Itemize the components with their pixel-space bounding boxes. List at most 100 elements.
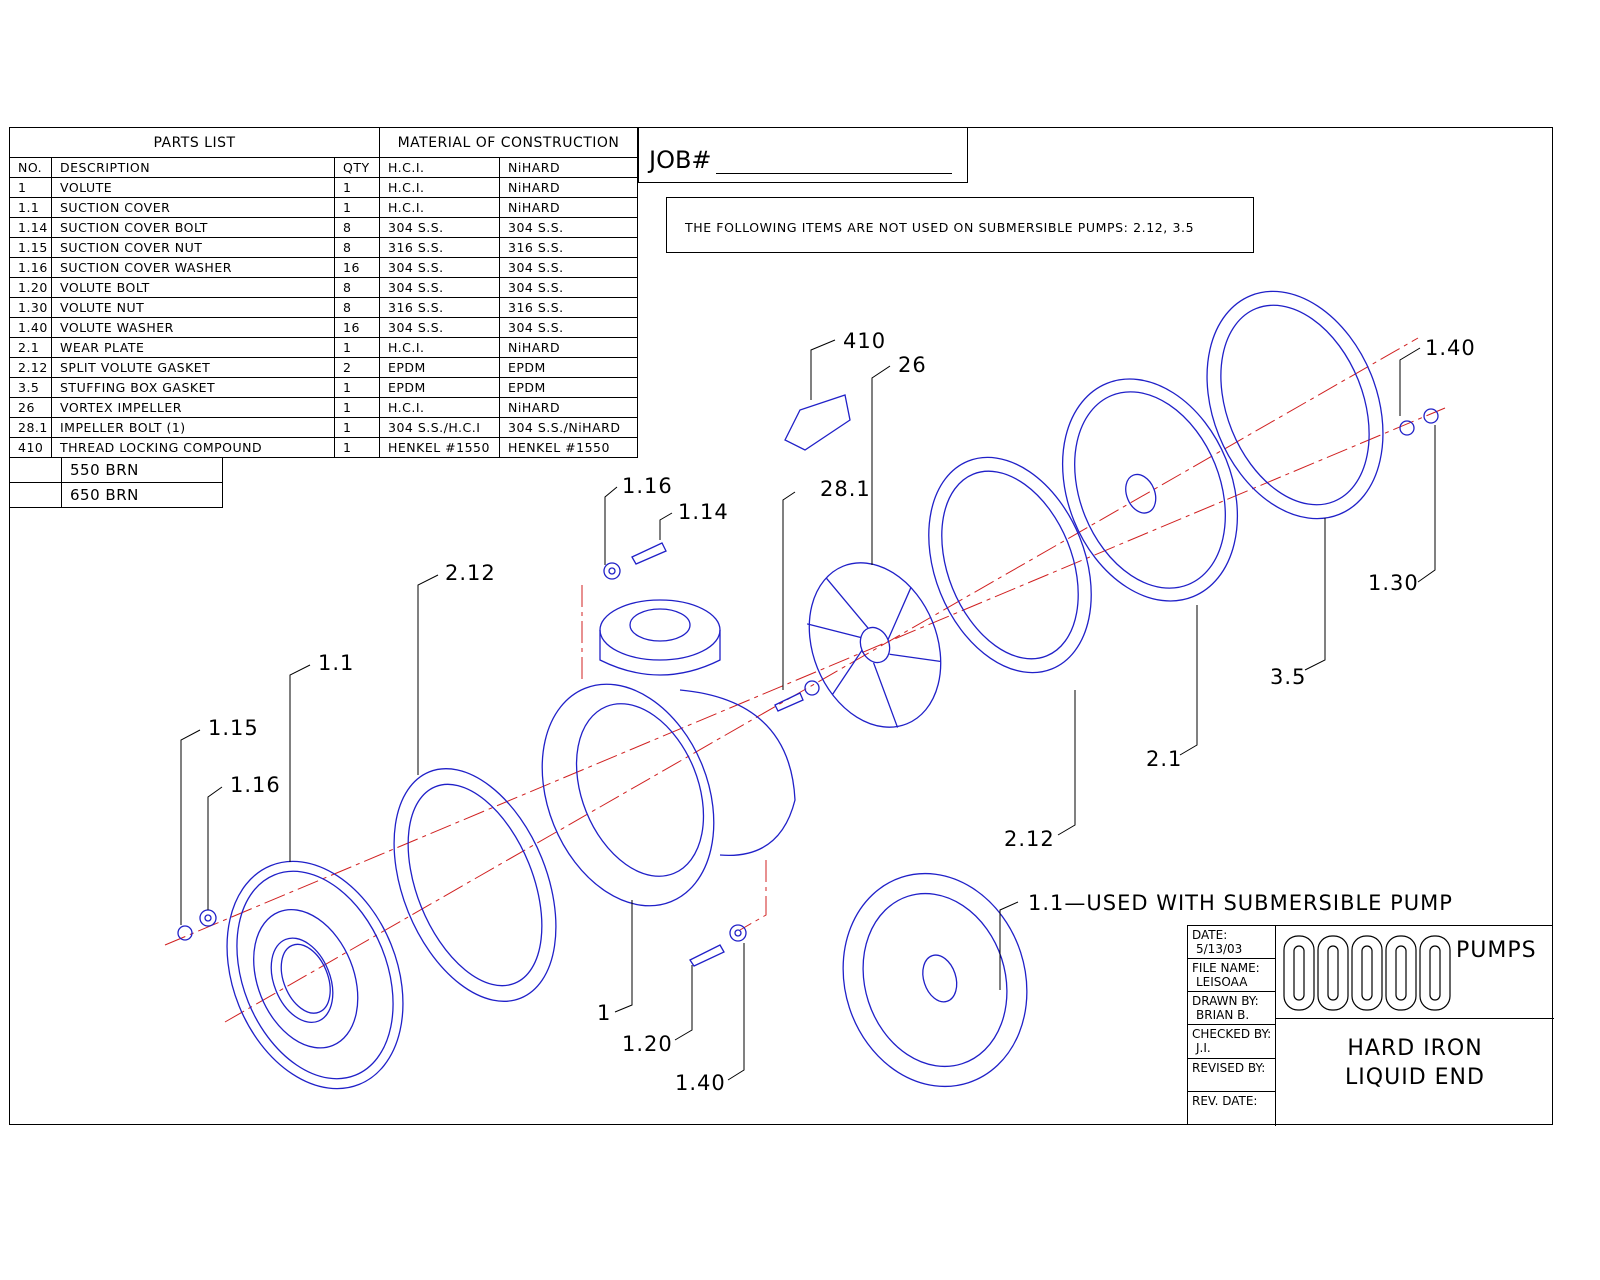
part-qty: 1 xyxy=(334,337,380,358)
stuffing-box-gasket-part xyxy=(1206,290,1384,520)
part-description: VOLUTE BOLT xyxy=(51,277,335,298)
column-header: DESCRIPTION xyxy=(51,157,335,178)
centerlines xyxy=(164,337,1446,1023)
part-description: VOLUTE NUT xyxy=(51,297,335,318)
callout-1-1: 1.1 xyxy=(318,651,354,675)
callout-3-5: 3.5 xyxy=(1270,665,1306,689)
part-qty: 1 xyxy=(334,397,380,418)
callout-1-14: 1.14 xyxy=(678,500,729,524)
file-name-value: LEISOAA xyxy=(1196,975,1248,989)
material-hci: 304 S.S. xyxy=(379,257,500,278)
model-cell: 650 BRN xyxy=(61,482,223,508)
table-header-row: NO. DESCRIPTION QTY H.C.I. NiHARD xyxy=(9,157,638,178)
part-number: 1.15 xyxy=(9,237,52,258)
bolt-path-line xyxy=(739,860,767,931)
part-number: 1.14 xyxy=(9,217,52,238)
drawn-by-value: BRIAN B. xyxy=(1196,1008,1250,1022)
job-number-field[interactable] xyxy=(715,153,952,174)
material-hci: HENKEL #1550 xyxy=(379,437,500,458)
part-description: VOLUTE xyxy=(51,177,335,198)
part-number: 1.40 xyxy=(9,317,52,338)
part-number: 1.16 xyxy=(9,257,52,278)
job-label: JOB# xyxy=(649,146,712,174)
material-hci: H.C.I. xyxy=(379,197,500,218)
part-number: 1 xyxy=(9,177,52,198)
callout-1: 1 xyxy=(597,1001,611,1025)
title-line-2: LIQUID END xyxy=(1345,1065,1485,1090)
material-nihard: NiHARD xyxy=(499,197,638,218)
drawn-by-cell: DRAWN BY:BRIAN B. xyxy=(1188,992,1276,1025)
material-hci: 316 S.S. xyxy=(379,297,500,318)
callout-2-1: 2.1 xyxy=(1146,747,1182,771)
part-number: 1.1 xyxy=(9,197,52,218)
volute-part xyxy=(541,599,796,907)
part-description: SUCTION COVER BOLT xyxy=(51,217,335,238)
drawing-title: HARD IRON LIQUID END xyxy=(1276,1034,1554,1092)
material-hci: H.C.I. xyxy=(379,397,500,418)
parts-list-table: PARTS LIST MATERIAL OF CONSTRUCTION NO. … xyxy=(9,127,638,458)
date-label: DATE: xyxy=(1192,928,1228,942)
split-volute-gasket-right xyxy=(928,456,1092,674)
title-block: DATE:5/13/03 FILE NAME:LEISOAA DRAWN BY:… xyxy=(1187,925,1554,1126)
title-line-1: HARD IRON xyxy=(1347,1036,1483,1061)
material-nihard: EPDM xyxy=(499,357,638,378)
revised-by-label: REVISED BY: xyxy=(1192,1061,1266,1075)
material-nihard: HENKEL #1550 xyxy=(499,437,638,458)
part-description: SUCTION COVER NUT xyxy=(51,237,335,258)
part-description: STUFFING BOX GASKET xyxy=(51,377,335,398)
material-hci: 304 S.S. xyxy=(379,317,500,338)
part-description: SUCTION COVER WASHER xyxy=(51,257,335,278)
checked-by-value: J.I. xyxy=(1196,1041,1211,1055)
suction-cover-part xyxy=(226,860,404,1090)
part-number: 26 xyxy=(9,397,52,418)
material-nihard: 304 S.S. xyxy=(499,217,638,238)
file-name-label: FILE NAME: xyxy=(1192,961,1260,975)
part-number: 2.1 xyxy=(9,337,52,358)
material-hci: EPDM xyxy=(379,357,500,378)
material-hci: 316 S.S. xyxy=(379,237,500,258)
material-title: MATERIAL OF CONSTRUCTION xyxy=(379,127,638,158)
centerline-lower xyxy=(224,337,1419,1023)
material-nihard: EPDM xyxy=(499,377,638,398)
material-nihard: NiHARD xyxy=(499,177,638,198)
leaders xyxy=(180,339,1436,1081)
part-qty: 16 xyxy=(334,317,380,338)
parts-list-title: PARTS LIST xyxy=(9,127,380,158)
material-nihard: NiHARD xyxy=(499,397,638,418)
part-qty: 8 xyxy=(334,217,380,238)
split-volute-gasket-left xyxy=(393,768,557,1002)
part-description: WEAR PLATE xyxy=(51,337,335,358)
material-hci: 304 S.S. xyxy=(379,277,500,298)
checked-by-label: CHECKED BY: xyxy=(1192,1027,1272,1041)
material-nihard: 304 S.S. xyxy=(499,317,638,338)
column-header: H.C.I. xyxy=(379,157,500,178)
callout-1-30: 1.30 xyxy=(1368,571,1419,595)
material-hci: 304 S.S. xyxy=(379,217,500,238)
part-qty: 1 xyxy=(334,177,380,198)
part-qty: 1 xyxy=(334,437,380,458)
callout-410: 410 xyxy=(843,329,886,353)
material-nihard: NiHARD xyxy=(499,337,638,358)
part-qty: 16 xyxy=(334,257,380,278)
material-hci: EPDM xyxy=(379,377,500,398)
part-qty: 1 xyxy=(334,377,380,398)
rev-date-cell: REV. DATE: xyxy=(1188,1092,1276,1125)
material-nihard: 304 S.S. xyxy=(499,277,638,298)
material-nihard: 304 S.S. xyxy=(499,257,638,278)
callout-submersible-note: 1.1—USED WITH SUBMERSIBLE PUMP xyxy=(1028,891,1453,915)
part-number: 1.30 xyxy=(9,297,52,318)
callout-1-20: 1.20 xyxy=(622,1032,673,1056)
callout-2-12: 2.12 xyxy=(445,561,496,585)
callout-28-1: 28.1 xyxy=(820,477,871,501)
